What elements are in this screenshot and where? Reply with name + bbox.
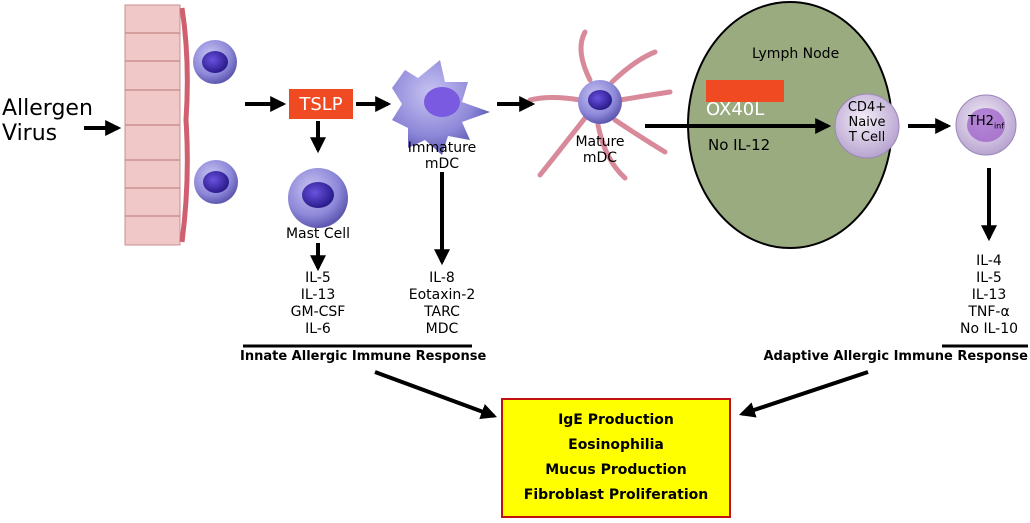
adaptive-response-label: Adaptive Allergic Immune Response bbox=[763, 349, 1028, 364]
mast-cell-label: Mast Cell bbox=[285, 226, 351, 242]
flow-arrows bbox=[84, 96, 997, 420]
tslp-label: TSLP bbox=[299, 93, 343, 115]
outcome-eosinophilia: Eosinophilia bbox=[568, 437, 664, 453]
naive-t-cell-icon bbox=[834, 93, 900, 159]
ox40l-label: OX40L bbox=[706, 99, 765, 120]
arrow-adaptive-outcome bbox=[738, 370, 869, 418]
innate-response-label: Innate Allergic Immune Response bbox=[240, 349, 487, 364]
tslp-box: TSLP bbox=[289, 89, 353, 119]
th2-label: TH2inf bbox=[967, 114, 1005, 131]
mature-mdc-icon bbox=[527, 29, 673, 181]
no-il12-label: No IL-12 bbox=[708, 136, 771, 154]
outcome-ige: IgE Production bbox=[558, 412, 674, 428]
outcome-fibroblast: Fibroblast Proliferation bbox=[523, 487, 709, 503]
ox40l-bar bbox=[706, 80, 784, 102]
epithelium bbox=[124, 4, 238, 246]
th2-cell-icon bbox=[955, 94, 1017, 156]
mast-cell-icon bbox=[288, 168, 348, 228]
lymph-node-title: Lymph Node bbox=[752, 46, 840, 62]
outcome-box: IgE Production Eosinophilia Mucus Produc… bbox=[501, 398, 731, 518]
immature-mdc-icon bbox=[392, 60, 490, 155]
arrow-innate-outcome bbox=[374, 370, 498, 420]
outcome-mucus: Mucus Production bbox=[545, 462, 687, 478]
